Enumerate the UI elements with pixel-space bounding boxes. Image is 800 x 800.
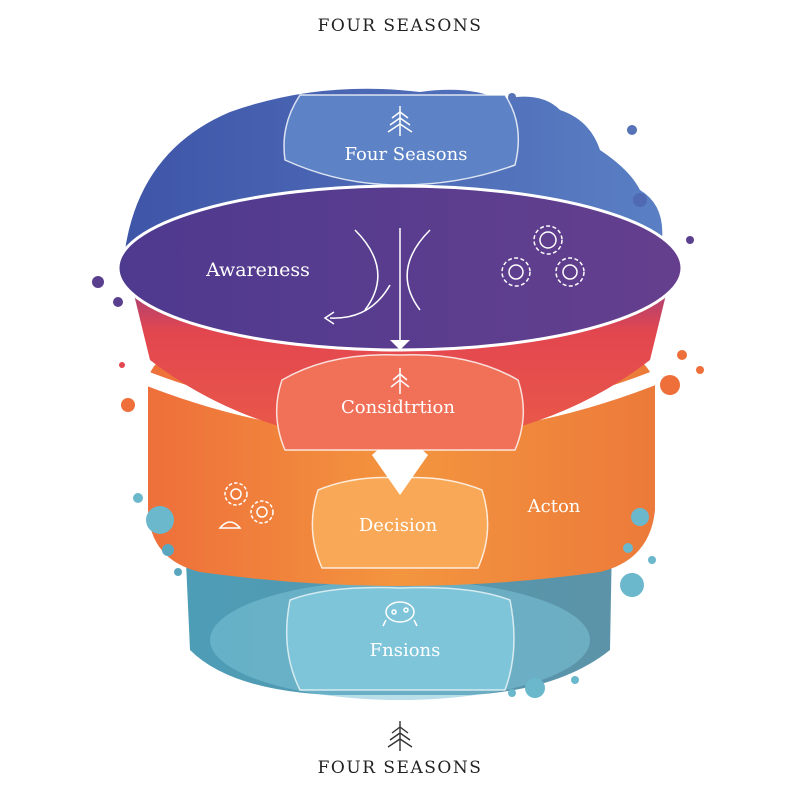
band-purple bbox=[116, 184, 684, 352]
stage-label-action: Acton bbox=[527, 496, 581, 517]
footer-title: FOUR SEASONS bbox=[317, 758, 483, 778]
stage-label-top: Four Seasons bbox=[345, 144, 468, 165]
decor-dots bbox=[92, 93, 704, 698]
tree-icon bbox=[390, 368, 410, 394]
stage-label-bottom: Fnsions bbox=[370, 640, 441, 661]
stage-label-consideration: Considtrtion bbox=[341, 397, 455, 418]
gears-icon bbox=[218, 482, 274, 529]
stage-label-decision: Decision bbox=[359, 515, 438, 536]
gears-icon bbox=[501, 225, 585, 287]
page-title: FOUR SEASONS bbox=[317, 16, 483, 36]
stage-label-awareness: Awareness bbox=[205, 259, 310, 281]
piggy-bank-icon bbox=[382, 601, 418, 627]
tree-icon bbox=[387, 721, 413, 751]
tree-icon bbox=[387, 106, 413, 136]
